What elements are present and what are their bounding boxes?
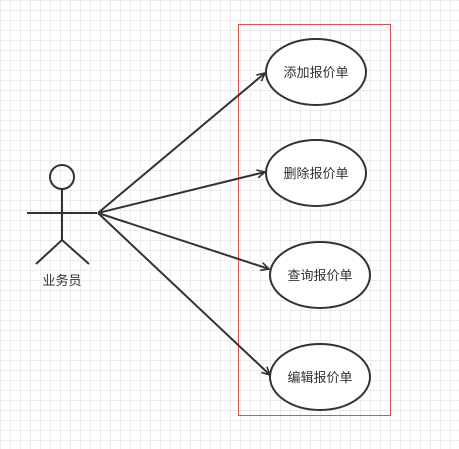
- actor-left-leg: [35, 239, 63, 265]
- use-case-ellipse: [265, 38, 367, 106]
- association-edit: [97, 212, 270, 375]
- use-case-edit[interactable]: 编辑报价单: [269, 343, 371, 411]
- association-add: [97, 73, 265, 214]
- use-case-label: 编辑报价单: [287, 371, 352, 386]
- use-case-label: 查询报价单: [287, 269, 352, 284]
- associations: [97, 73, 270, 375]
- use-case-delete[interactable]: 删除报价单: [265, 139, 367, 207]
- use-case-label: 删除报价单: [283, 167, 348, 182]
- association-query: [97, 212, 269, 269]
- use-case-ellipse: [265, 139, 367, 207]
- use-case-add[interactable]: 添加报价单: [265, 38, 367, 106]
- association-delete: [97, 172, 265, 214]
- use-case-ellipse: [269, 241, 371, 309]
- system-boundary: [238, 24, 391, 416]
- actor-figure: [27, 164, 97, 265]
- use-case-label: 添加报价单: [283, 66, 348, 81]
- use-case-ellipse: [269, 343, 371, 411]
- actor-label: 业务员: [42, 273, 81, 289]
- use-case-query[interactable]: 查询报价单: [269, 241, 371, 309]
- actor-right-leg: [61, 239, 90, 265]
- actor-head: [49, 164, 75, 190]
